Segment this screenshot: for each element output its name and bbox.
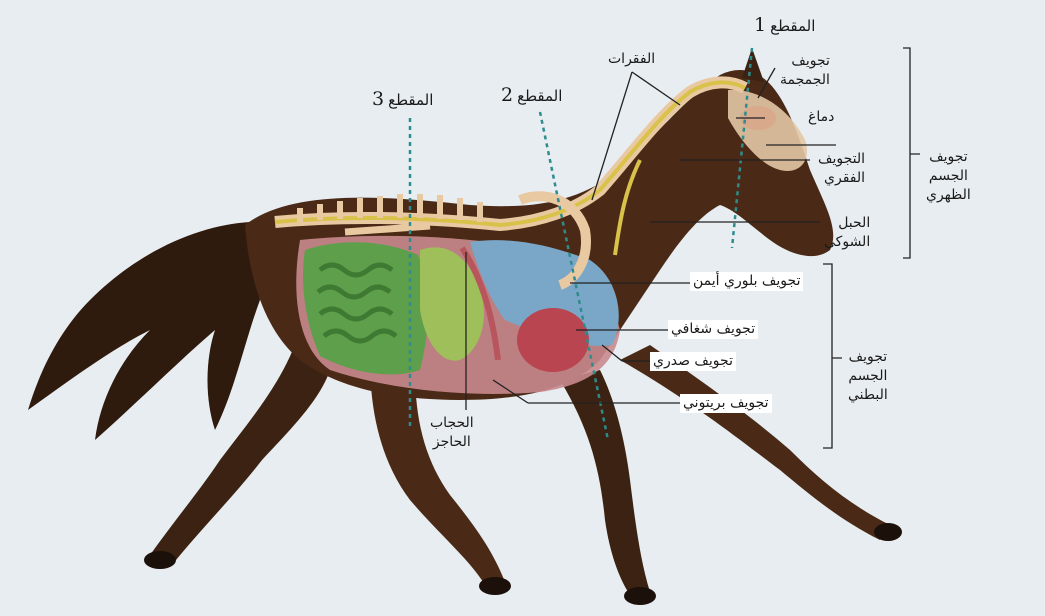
label-ventral-body-cavity: تجويف الجسم البطني	[848, 348, 888, 405]
heart	[517, 308, 589, 372]
label-peritoneal-cavity: تجويف بريتوني	[680, 394, 772, 413]
label-right-pleural-cavity: تجويف بلوري أيمن	[690, 272, 803, 291]
label-spinal-cord: الحبل الشوكي	[824, 214, 870, 252]
horse-leg-rear-left	[150, 330, 330, 565]
section-3-word: المقطع	[388, 91, 433, 109]
section-2-number: 2	[501, 84, 513, 106]
label-vertebrae: الفقرات	[608, 50, 655, 69]
horse-tail	[28, 222, 260, 440]
label-brain: دماغ	[808, 108, 834, 127]
horse-ear	[742, 48, 764, 82]
label-thoracic-cavity: تجويف صدري	[650, 352, 736, 371]
hoof	[874, 523, 902, 541]
label-vertebral-canal: التجويف الفقري	[818, 150, 865, 188]
label-dorsal-body-cavity: تجويف الجسم الظهري	[926, 148, 971, 205]
label-diaphragm: الحجاب الحاجز	[430, 414, 474, 452]
section-1-word: المقطع	[770, 17, 815, 35]
hoof	[479, 577, 511, 595]
section-3-number: 3	[372, 88, 384, 110]
section-2-word: المقطع	[517, 87, 562, 105]
dorsal-cavity-bracket	[903, 48, 920, 258]
section-1-number: 1	[754, 14, 766, 36]
ventral-cavity-bracket	[823, 264, 842, 448]
hoof	[144, 551, 176, 569]
hoof	[624, 587, 656, 605]
label-cranial-cavity: تجويف الجمجمة	[780, 52, 830, 90]
label-pericardial-cavity: تجويف شغافي	[668, 320, 758, 339]
horse-leg-front-left	[560, 370, 650, 595]
